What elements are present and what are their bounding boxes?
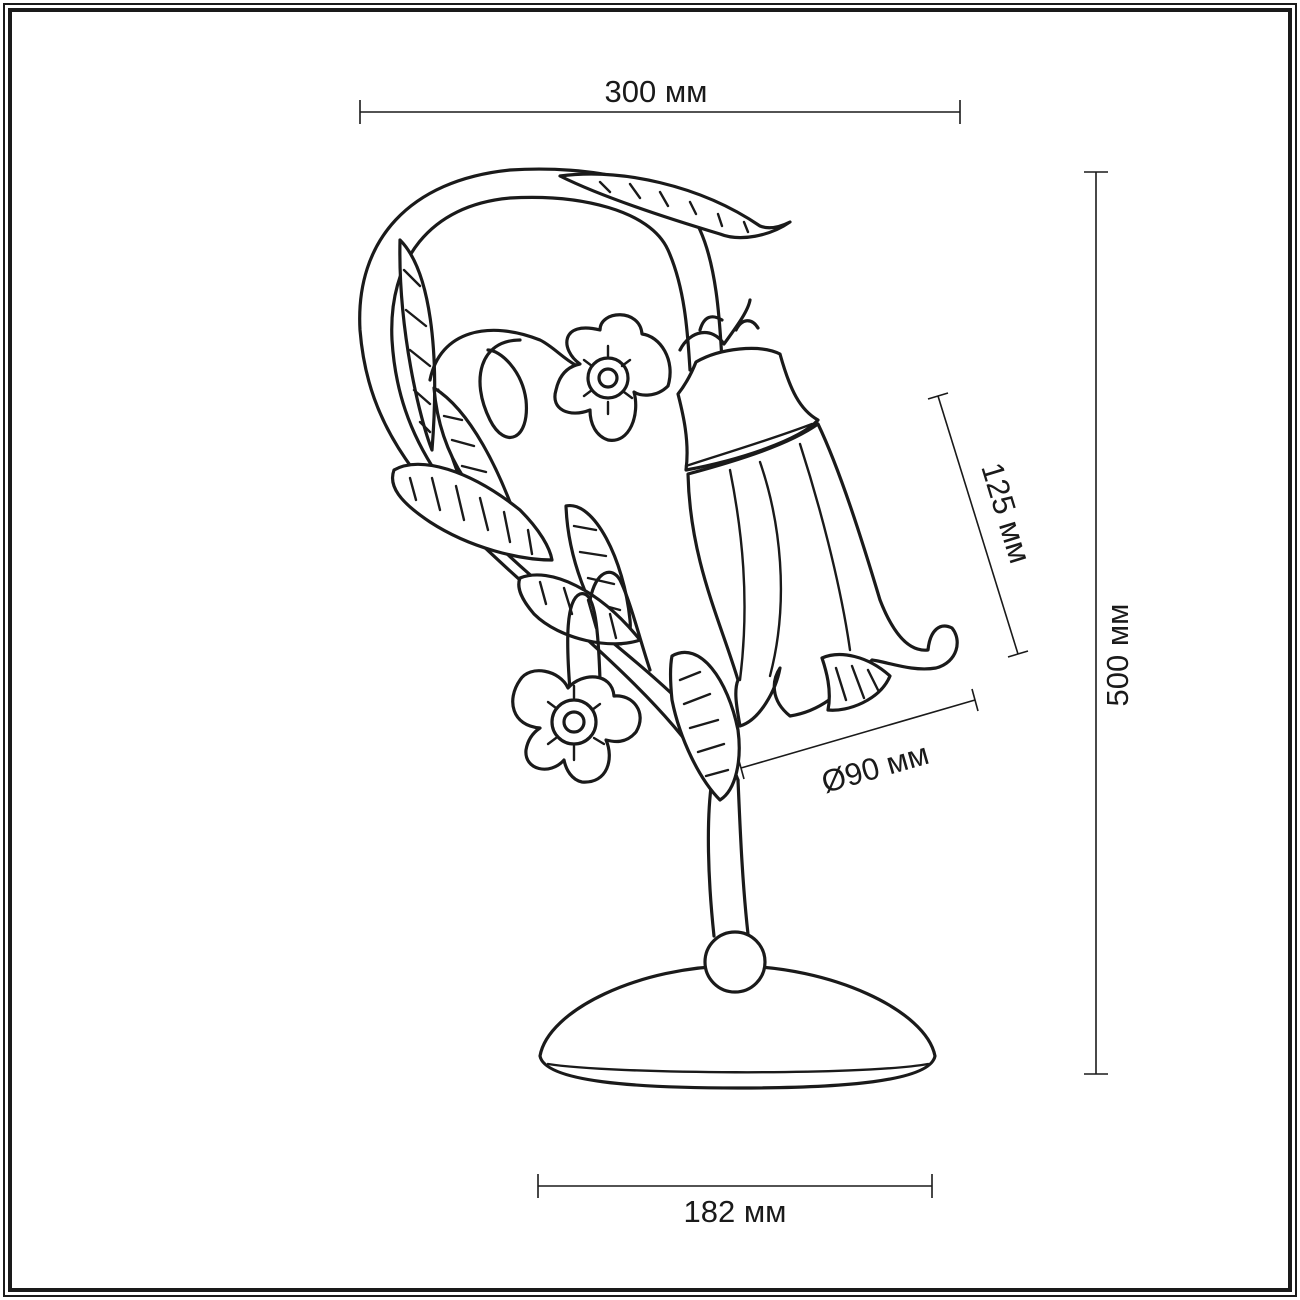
lamp-shade-glass [686, 422, 959, 728]
lamp-illustration [358, 167, 959, 1090]
leaf-mid-2 [391, 462, 554, 562]
dimension-shade-diameter-label: Ø90 мм [817, 736, 932, 800]
flower-lower [511, 669, 642, 784]
bud [678, 298, 760, 352]
leaf-hanging-2 [517, 573, 642, 646]
dimension-width-top-label: 300 мм [605, 74, 708, 109]
leaf-top [558, 172, 792, 240]
lamp-ball-joint [703, 930, 767, 994]
dimension-width-top: 300 мм [359, 74, 961, 124]
dimension-base-width-label: 182 мм [684, 1194, 787, 1229]
flower-upper [553, 313, 672, 442]
lamp-shade-cap [676, 346, 820, 472]
hanging-tendrils [566, 570, 652, 692]
dimension-base-width: 182 мм [537, 1174, 933, 1229]
lamp-base [538, 964, 937, 1090]
dimension-shade-height-label: 125 мм [974, 459, 1038, 568]
leaf-left-tall [398, 238, 437, 452]
lamp-stem [706, 778, 750, 938]
dimension-height: 500 мм [1084, 171, 1135, 1075]
dimension-height-label: 500 мм [1100, 604, 1135, 707]
leaf-stem-right [668, 650, 741, 802]
frame [3, 3, 1297, 1297]
dimension-shade-height: 125 мм [927, 392, 1038, 658]
